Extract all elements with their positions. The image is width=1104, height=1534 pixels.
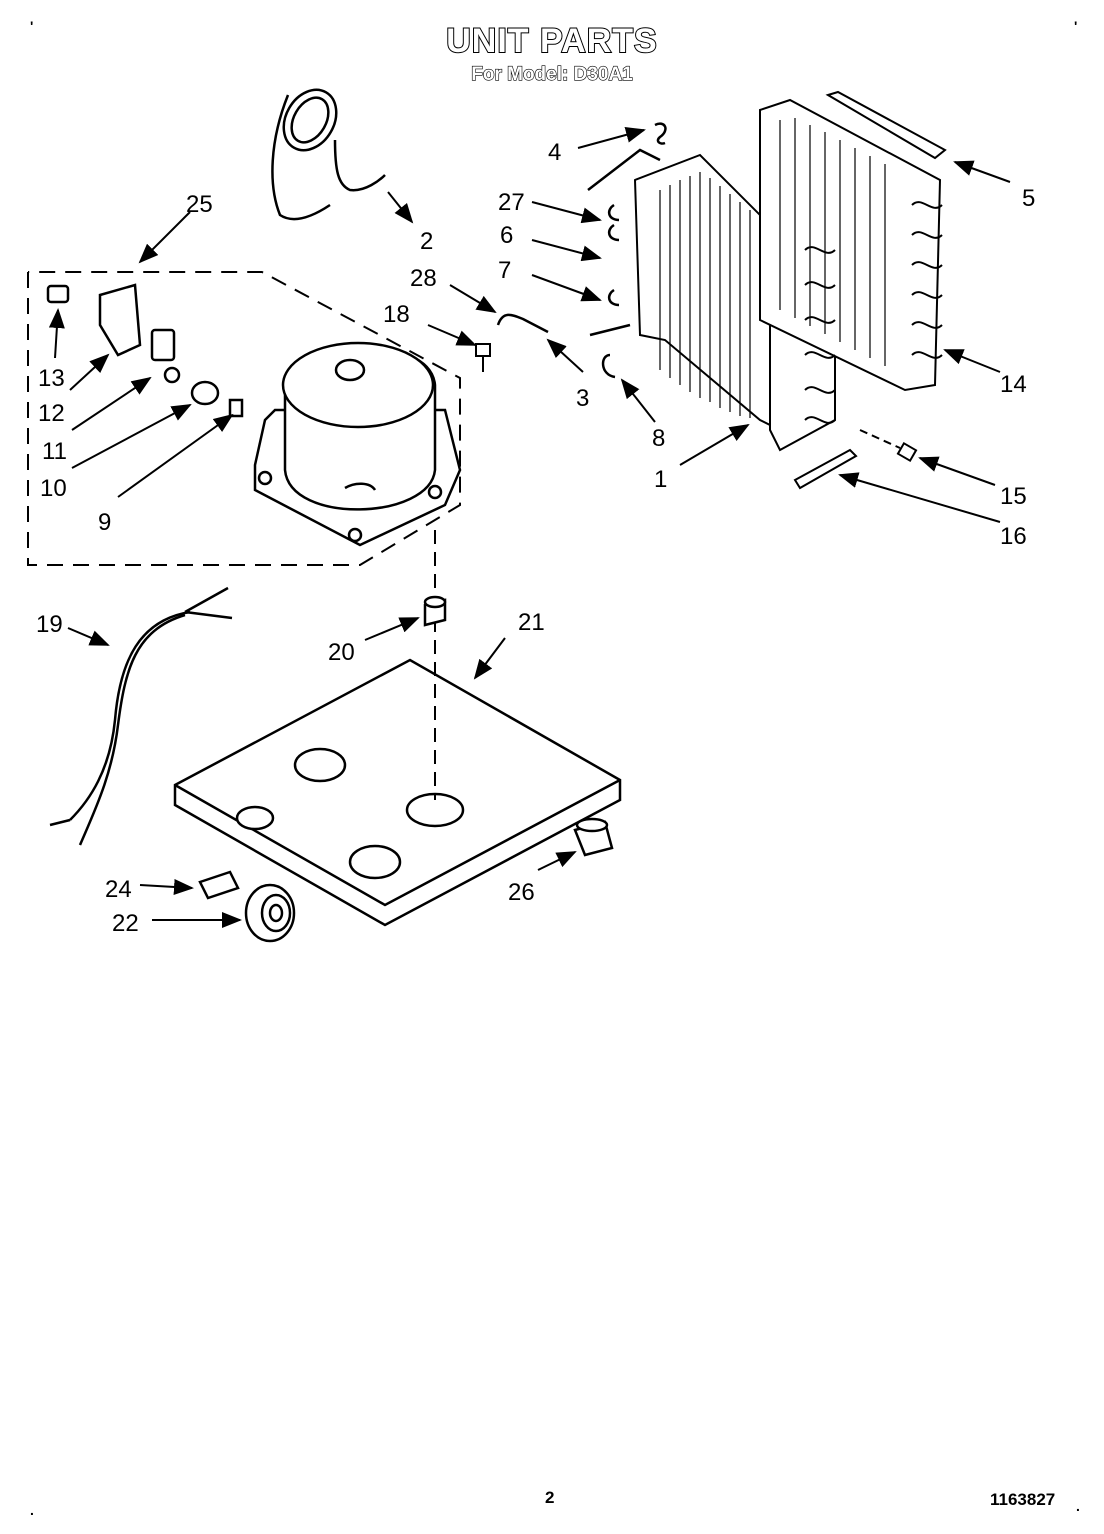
callout-22: 22 — [112, 910, 139, 937]
wire-harness-part — [49, 586, 233, 846]
callout-14: 14 — [1000, 371, 1027, 398]
callout-labels: 2 25 4 27 6 28 7 5 18 13 12 11 3 14 10 9… — [36, 139, 1035, 937]
exhaust-duct-part — [271, 88, 386, 221]
spacer-bar-parts — [793, 90, 947, 490]
tubing-clips — [496, 122, 667, 379]
page-number: 2 — [545, 1488, 555, 1507]
callout-24: 24 — [105, 876, 132, 903]
callout-3: 3 — [576, 385, 589, 412]
callout-16: 16 — [1000, 523, 1027, 550]
callout-26: 26 — [508, 879, 535, 906]
callout-6: 6 — [500, 222, 513, 249]
callout-13: 13 — [38, 365, 65, 392]
callout-9: 9 — [98, 509, 111, 536]
leader-arrows — [48, 127, 1011, 928]
condenser-coil-part — [633, 98, 943, 452]
callout-8: 8 — [652, 425, 665, 452]
callout-11: 11 — [42, 438, 67, 465]
model-subtitle: For Model: D30A1 — [471, 63, 634, 85]
foot-part — [573, 817, 614, 857]
page-title: UNIT PARTS — [445, 21, 658, 61]
screw-part — [859, 429, 918, 463]
compressor-part — [253, 341, 462, 547]
corner-mark-br: . — [1076, 1498, 1080, 1514]
electrical-components — [46, 283, 244, 418]
callout-5: 5 — [1022, 185, 1035, 212]
bolt-part — [475, 343, 491, 372]
callout-10: 10 — [40, 475, 67, 502]
sleeve-part — [198, 870, 240, 900]
grommet-part — [423, 595, 447, 627]
callout-18: 18 — [383, 301, 410, 328]
wheel-part — [244, 883, 296, 943]
base-pan-part — [173, 658, 622, 927]
callout-20: 20 — [328, 639, 355, 666]
callout-28: 28 — [410, 265, 437, 292]
callout-21: 21 — [518, 609, 545, 636]
callout-25: 25 — [186, 191, 213, 218]
callout-2: 2 — [420, 228, 433, 255]
callout-27: 27 — [498, 189, 525, 216]
callout-12: 12 — [38, 400, 65, 427]
callout-7: 7 — [498, 257, 511, 284]
compressor-assembly-outline — [27, 271, 461, 566]
callout-15: 15 — [1000, 483, 1027, 510]
corner-mark-tl: ' — [30, 18, 34, 34]
callout-4: 4 — [548, 139, 561, 166]
callout-1: 1 — [654, 466, 667, 493]
corner-mark-bl: . — [30, 1502, 34, 1518]
callout-19: 19 — [36, 611, 63, 638]
corner-mark-tr: ' — [1074, 18, 1078, 34]
document-number: 1163827 — [990, 1490, 1056, 1509]
